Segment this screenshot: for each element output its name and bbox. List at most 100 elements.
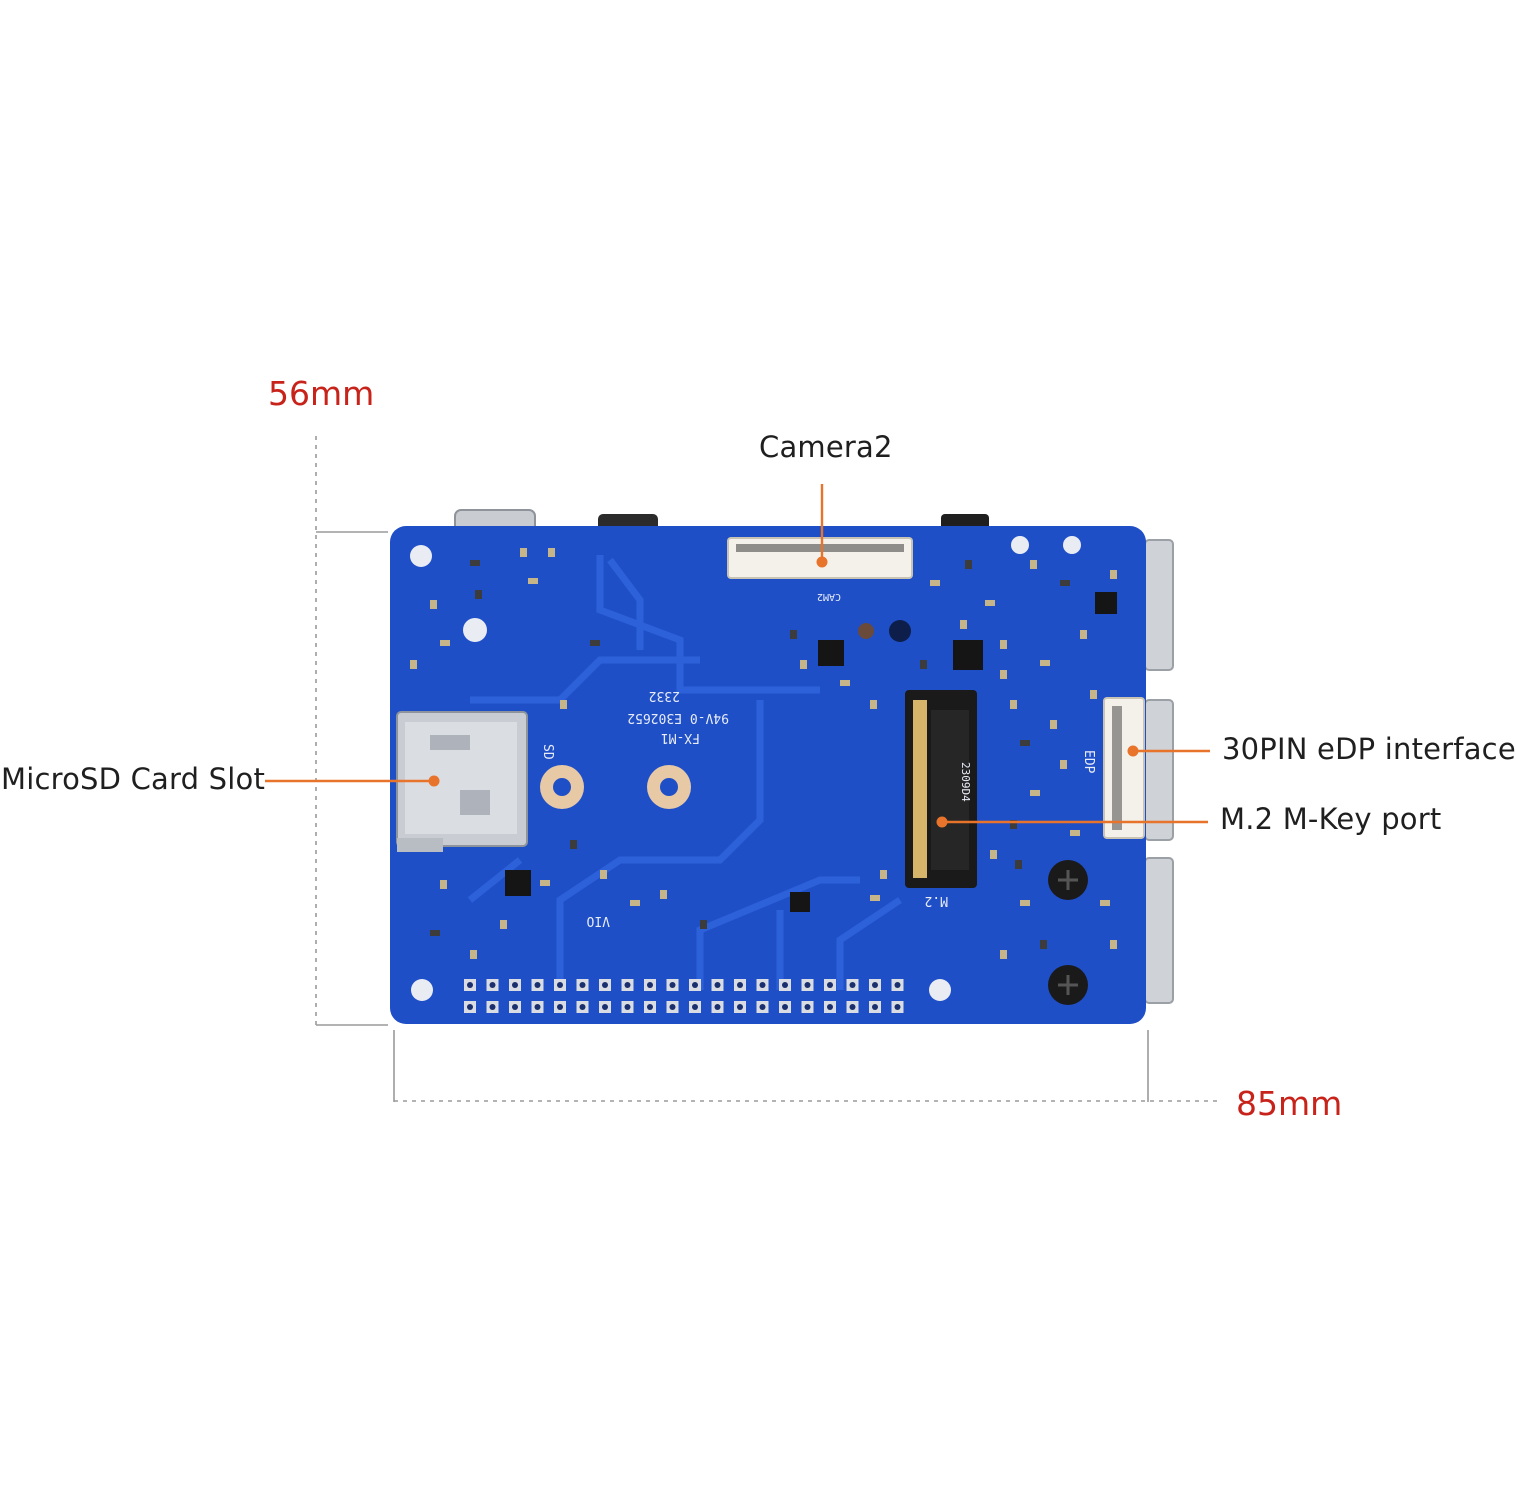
- smd-component: [475, 590, 482, 599]
- pcb-traces: [467, 555, 902, 990]
- smd-component: [990, 850, 997, 859]
- m2-slot: [905, 690, 977, 888]
- silk-m2: M.2: [925, 893, 948, 908]
- microsd-slot: [396, 711, 528, 852]
- smd-component: [1060, 760, 1067, 769]
- edp-connector: [1103, 697, 1145, 839]
- gpio-pin-hole: [669, 982, 676, 988]
- gpio-pin-hole: [579, 1004, 586, 1010]
- gpio-pin-hole: [692, 982, 698, 988]
- smd-component: [1000, 640, 1007, 649]
- height-dimension-label: 56mm: [268, 374, 375, 413]
- silk-code: 94V-0 E302652: [627, 710, 729, 725]
- gpio-pin-hole: [872, 982, 878, 988]
- gpio-pin-hole: [467, 1004, 473, 1010]
- smd-component: [870, 895, 880, 901]
- edp-callout-label: 30PIN eDP interface: [1222, 732, 1516, 766]
- mounting-holes: [410, 536, 1081, 1001]
- smd-component: [430, 600, 437, 609]
- smd-component: [1110, 940, 1117, 949]
- smd-component: [700, 920, 707, 929]
- smd-component: [1015, 860, 1022, 869]
- gpio-pin-hole: [849, 1004, 856, 1010]
- gpio-pin-hole: [804, 982, 811, 988]
- side-ports: [1144, 539, 1174, 1004]
- microsd-callout-label: MicroSD Card Slot: [1, 762, 266, 796]
- smd-component: [930, 580, 940, 586]
- smd-component: [540, 880, 550, 886]
- screw-heads: [1048, 860, 1088, 1005]
- smd-component: [790, 630, 797, 639]
- silk-edp: EDP: [1081, 750, 1096, 774]
- smd-component: [870, 700, 877, 709]
- gpio-pin-hole: [714, 1004, 721, 1010]
- smd-component: [1060, 580, 1070, 586]
- smd-component: [1050, 720, 1057, 729]
- gpio-pin-hole: [534, 1004, 541, 1010]
- smd-component: [440, 880, 447, 889]
- smd-component: [590, 640, 600, 646]
- gpio-pin-hole: [512, 1004, 518, 1010]
- gpio-pin-hole: [579, 982, 586, 988]
- smd-component: [470, 560, 480, 566]
- smd-component: [1010, 700, 1017, 709]
- gpio-pin-hole: [782, 1004, 788, 1010]
- callout-lines: [265, 484, 1210, 828]
- smd-component: [430, 930, 440, 936]
- smd-component: [410, 660, 417, 669]
- dimension-lines: [315, 436, 1218, 1102]
- smd-component: [985, 600, 995, 606]
- smd-component: [1000, 950, 1007, 959]
- smd-component: [1100, 900, 1110, 906]
- smd-component: [470, 950, 477, 959]
- smd-component: [1000, 670, 1007, 679]
- silk-sd: SD: [540, 744, 555, 760]
- gpio-header: [464, 979, 904, 1013]
- smd-component: [880, 870, 887, 879]
- m2-callout-label: M.2 M-Key port: [1220, 802, 1442, 836]
- smd-component: [560, 700, 567, 709]
- smd-component: [1010, 820, 1017, 829]
- gpio-pin-hole: [827, 1004, 833, 1010]
- gpio-pin-hole: [557, 982, 563, 988]
- ic-chips: [505, 592, 1117, 912]
- gpio-pin-hole: [782, 982, 788, 988]
- gpio-pin-hole: [602, 982, 608, 988]
- smd-component: [1030, 560, 1037, 569]
- gpio-pin-hole: [557, 1004, 563, 1010]
- gpio-pin-hole: [647, 1004, 653, 1010]
- gpio-pin-hole: [894, 1004, 901, 1010]
- gpio-pin-hole: [804, 1004, 811, 1010]
- smd-component: [920, 660, 927, 669]
- smd-component: [1070, 830, 1080, 836]
- gpio-pin-hole: [759, 1004, 766, 1010]
- gpio-pin-hole: [692, 1004, 698, 1010]
- gpio-pin-hole: [602, 1004, 608, 1010]
- gpio-pin-hole: [467, 982, 473, 988]
- smd-component: [600, 870, 607, 879]
- gpio-pin-hole: [714, 982, 721, 988]
- smd-component: [965, 560, 972, 569]
- smd-component: [960, 620, 967, 629]
- gpio-pin-hole: [489, 982, 496, 988]
- gpio-pin-hole: [624, 1004, 631, 1010]
- smd-component: [500, 920, 507, 929]
- width-dimension-label: 85mm: [1236, 1084, 1343, 1123]
- gpio-pin-hole: [647, 982, 653, 988]
- gpio-pin-hole: [737, 1004, 743, 1010]
- smd-component: [1020, 740, 1030, 746]
- camera-callout-label: Camera2: [759, 430, 893, 464]
- gpio-pin-hole: [534, 982, 541, 988]
- smd-component: [528, 578, 538, 584]
- smd-component: [548, 548, 555, 557]
- smd-component: [840, 680, 850, 686]
- smd-component: [1110, 570, 1117, 579]
- gpio-pin-hole: [849, 982, 856, 988]
- silk-chip: 2309D4: [959, 762, 972, 802]
- gpio-pin-hole: [669, 1004, 676, 1010]
- gpio-pin-hole: [624, 982, 631, 988]
- smd-component: [1090, 690, 1097, 699]
- silk-date: 2332: [649, 688, 680, 703]
